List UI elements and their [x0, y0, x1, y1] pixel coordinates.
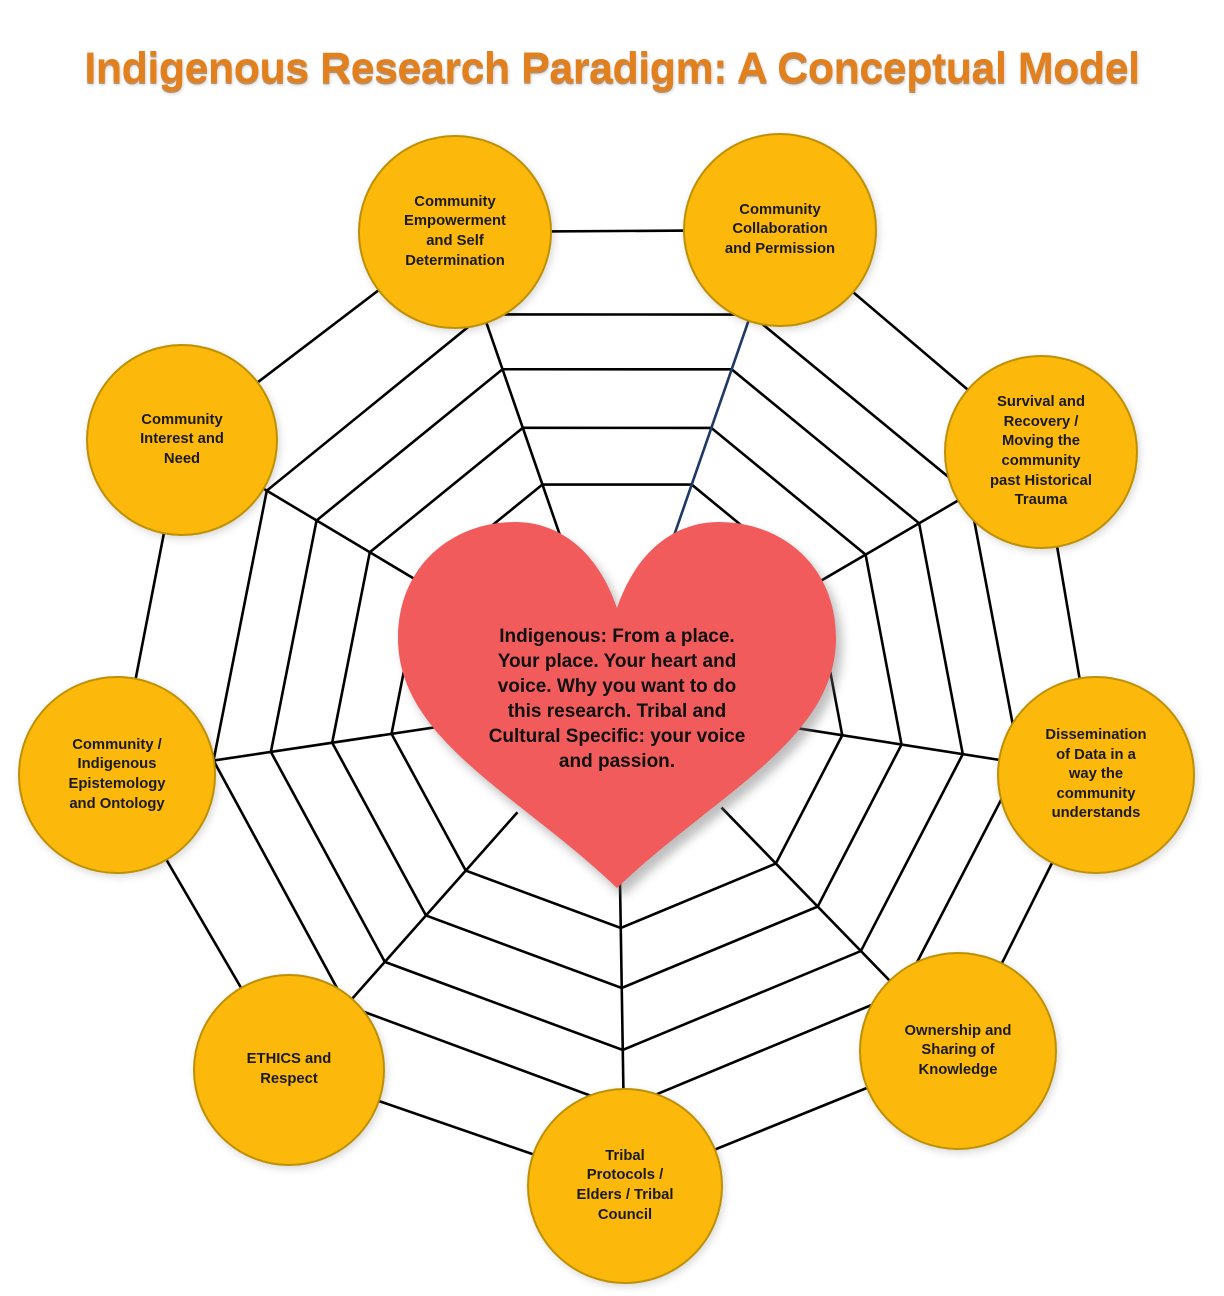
node-label: Ownership and Sharing of Knowledge — [904, 1022, 1012, 1078]
node-ethics-respect: ETHICS and Respect — [193, 974, 385, 1166]
node-community-collaboration: Community Collaboration and Permission — [683, 133, 877, 327]
node-label: Community Empowerment and Self Determina… — [404, 193, 506, 269]
node-label: Community / Indigenous Epistemology and … — [68, 736, 166, 812]
node-ownership-sharing: Ownership and Sharing of Knowledge — [859, 952, 1057, 1150]
node-tribal-protocols: Tribal Protocols / Elders / Tribal Counc… — [527, 1088, 723, 1284]
node-label: Survival and Recovery / Moving the commu… — [990, 394, 1092, 509]
node-label: Community Collaboration and Permission — [724, 201, 836, 257]
node-label: Community Interest and Need — [140, 411, 224, 467]
node-label: ETHICS and Respect — [246, 1051, 332, 1087]
node-community-empowerment: Community Empowerment and Self Determina… — [358, 135, 552, 329]
heart-shape — [398, 522, 836, 888]
node-epistemology-ontology: Community / Indigenous Epistemology and … — [18, 676, 216, 874]
node-label: Dissemination of Data in a way the commu… — [1045, 727, 1147, 822]
node-dissemination-of-data: Dissemination of Data in a way the commu… — [997, 676, 1195, 874]
page-title: Indigenous Research Paradigm: A Conceptu… — [84, 44, 1140, 92]
web-ring — [330, 426, 903, 990]
node-community-interest: Community Interest and Need — [86, 344, 278, 536]
node-label: Tribal Protocols / Elders / Tribal Counc… — [576, 1147, 674, 1223]
web-ring — [212, 313, 1022, 1110]
web-ring — [269, 367, 965, 1052]
heart-center-text: Indigenous: From a place. Your place. Yo… — [488, 626, 746, 772]
node-survival-recovery: Survival and Recovery / Moving the commu… — [944, 355, 1138, 549]
